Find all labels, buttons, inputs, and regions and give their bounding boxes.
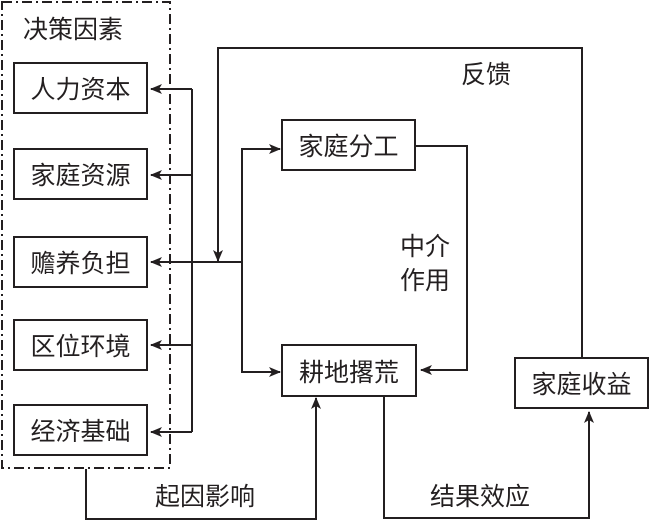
label-cause: 起因影响 <box>155 482 256 511</box>
factor-label: 人力资本 <box>30 75 131 104</box>
label-mediation-line1: 中介 <box>400 232 451 261</box>
label-feedback: 反馈 <box>461 60 512 89</box>
cause-arrow <box>85 397 321 520</box>
node-label: 耕地撂荒 <box>298 357 399 387</box>
arrow-to-abandon-left <box>241 262 281 377</box>
decision-factors-group-border <box>1 1 171 469</box>
node-label: 家庭分工 <box>298 132 399 161</box>
label-result: 结果效应 <box>430 482 531 511</box>
arrow-to-division <box>241 144 281 262</box>
factor-label: 经济基础 <box>30 417 131 446</box>
mediation-arrow <box>415 145 468 375</box>
factor-family-resources: 家庭资源 <box>13 148 148 200</box>
node-family-income: 家庭收益 <box>514 357 649 409</box>
decision-factors-title: 决策因素 <box>23 15 124 44</box>
node-family-division: 家庭分工 <box>281 119 416 171</box>
factor-economic-base: 经济基础 <box>13 404 148 456</box>
label-mediation-line2: 作用 <box>400 266 451 295</box>
factor-label: 赡养负担 <box>30 249 131 278</box>
factor-support-burden: 赡养负担 <box>13 236 148 288</box>
node-farmland-abandonment: 耕地撂荒 <box>281 344 417 397</box>
feedback-arrow <box>213 47 583 358</box>
factor-location: 区位环境 <box>13 319 148 371</box>
node-label: 家庭收益 <box>531 370 632 399</box>
factor-human-capital: 人力资本 <box>13 62 148 114</box>
factor-label: 家庭资源 <box>30 161 131 190</box>
result-arrow <box>383 396 594 519</box>
factor-label: 区位环境 <box>30 332 131 361</box>
